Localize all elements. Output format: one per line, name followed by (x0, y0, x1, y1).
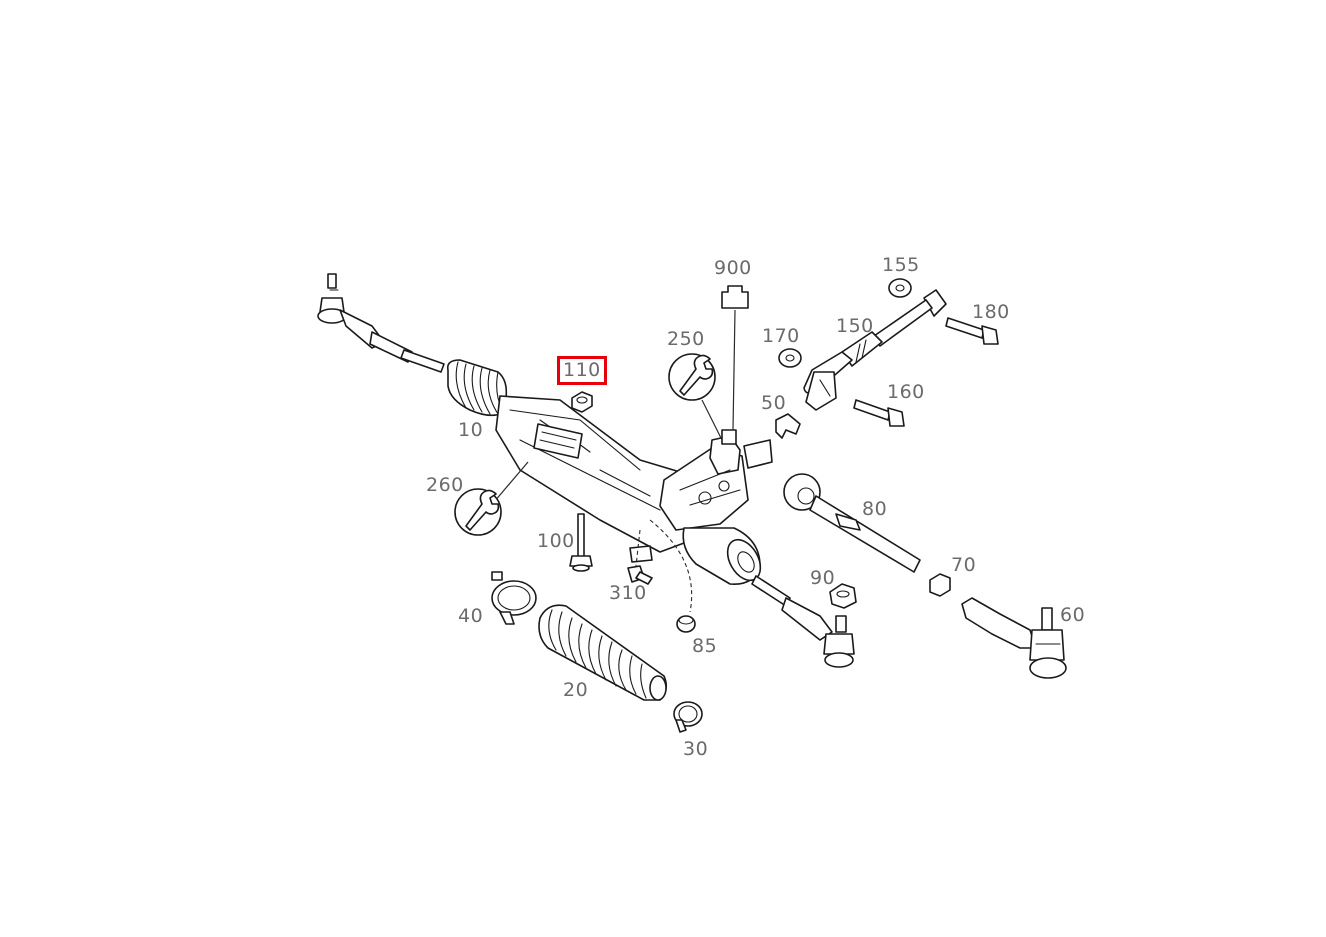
wrench-icon-250 (668, 353, 716, 401)
right-outer-tie-rod (751, 575, 855, 668)
rack-housing-10 (446, 359, 773, 585)
callout-155[interactable]: 155 (882, 254, 920, 276)
plug-85 (676, 615, 696, 633)
callout-260[interactable]: 260 (426, 474, 464, 496)
callout-50[interactable]: 50 (761, 392, 787, 414)
leader-250 (701, 399, 723, 441)
bolt-180 (945, 317, 999, 345)
callout-90[interactable]: 90 (810, 567, 836, 589)
leader-260 (493, 461, 529, 503)
inner-tie-rod-80 (783, 473, 921, 573)
bolt-160 (853, 399, 905, 427)
clip-50 (775, 413, 801, 439)
shaft-150 (803, 289, 947, 411)
callout-900[interactable]: 900 (714, 257, 752, 279)
callout-180[interactable]: 180 (972, 301, 1010, 323)
nut-90 (829, 583, 857, 609)
bolt-310 (627, 565, 653, 585)
wrench-icon-260 (454, 488, 502, 536)
left-tie-rod-end (317, 273, 413, 363)
washer-170 (778, 348, 802, 368)
callout-40[interactable]: 40 (458, 605, 484, 627)
callout-110-selected[interactable]: 110 (557, 356, 607, 385)
callout-160[interactable]: 160 (887, 381, 925, 403)
callout-250[interactable]: 250 (667, 328, 705, 350)
bolt-100 (569, 513, 593, 572)
callout-100[interactable]: 100 (537, 530, 575, 552)
nut-110 (571, 391, 593, 413)
callout-80[interactable]: 80 (862, 498, 888, 520)
callout-10[interactable]: 10 (458, 419, 484, 441)
callout-150[interactable]: 150 (836, 315, 874, 337)
leader-900 (732, 309, 736, 431)
callout-170[interactable]: 170 (762, 325, 800, 347)
connector-900 (721, 285, 749, 309)
clamp-30 (673, 701, 703, 733)
nut-70 (929, 573, 951, 597)
callout-20[interactable]: 20 (563, 679, 589, 701)
left-inner-tie-rod (400, 349, 445, 373)
tie-rod-end-60 (961, 597, 1067, 679)
callout-60[interactable]: 60 (1060, 604, 1086, 626)
callout-30[interactable]: 30 (683, 738, 709, 760)
callout-310[interactable]: 310 (609, 582, 647, 604)
leader-310 (635, 529, 641, 567)
washer-155 (888, 278, 912, 298)
boot-20 (538, 604, 668, 701)
clamp-40 (491, 571, 537, 625)
callout-85[interactable]: 85 (692, 635, 718, 657)
callout-70[interactable]: 70 (951, 554, 977, 576)
